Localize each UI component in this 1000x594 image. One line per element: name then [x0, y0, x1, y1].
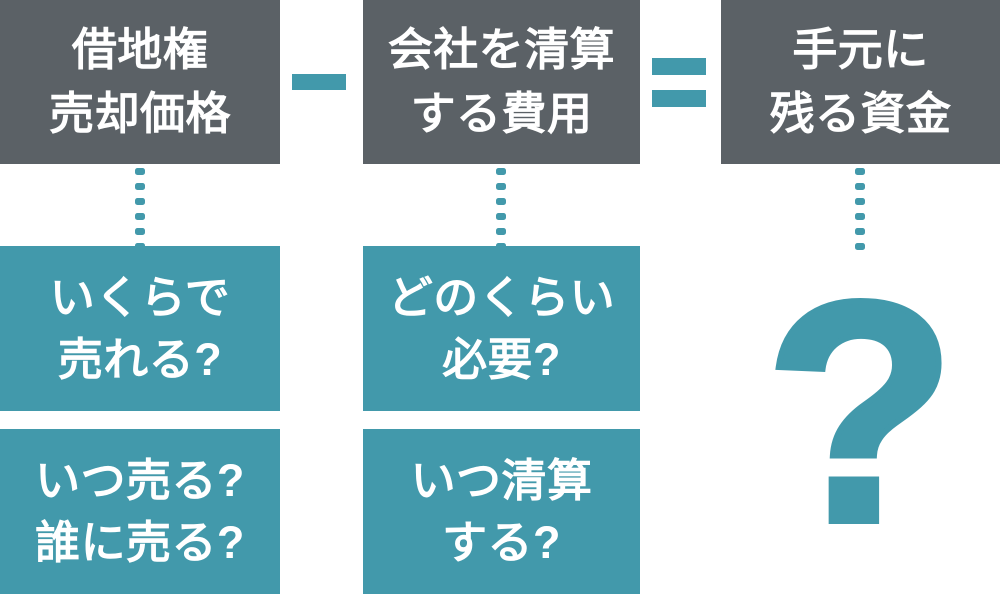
connector-dot [496, 183, 506, 190]
question-box-how-much-sell: いくらで 売れる? [0, 246, 280, 411]
connector-dot [496, 198, 506, 205]
connector-dot [135, 168, 145, 175]
question-box-when-who-sell: いつ売る? 誰に売る? [0, 429, 280, 594]
header-line: 手元に [792, 24, 929, 76]
connector-dot [855, 243, 865, 250]
header-box-leasehold-sale-price: 借地権 売却価格 [0, 0, 280, 164]
question-line: どのくらい [387, 272, 616, 324]
connector-dot [135, 198, 145, 205]
question-line: する? [442, 516, 561, 568]
connector-dot [855, 228, 865, 235]
equals-operator-icon [652, 58, 706, 107]
question-line: 必要? [442, 333, 561, 385]
question-line: 誰に売る? [35, 516, 245, 568]
question-line: いつ清算 [410, 455, 593, 507]
header-line: 借地権 [71, 24, 209, 76]
dotted-connector [496, 168, 506, 250]
connector-dot [855, 168, 865, 175]
connector-dot [855, 213, 865, 220]
header-box-remaining-funds: 手元に 残る資金 [721, 0, 1000, 164]
header-box-liquidation-cost: 会社を清算 する費用 [363, 0, 640, 164]
connector-dot [855, 183, 865, 190]
header-line: する費用 [410, 88, 593, 139]
question-line: いつ売る? [35, 455, 245, 507]
question-box-when-liquidate: いつ清算 する? [363, 429, 640, 594]
connector-dot [135, 228, 145, 235]
connector-dot [135, 213, 145, 220]
question-line: いくらで [49, 272, 231, 324]
connector-dot [496, 168, 506, 175]
dotted-connector [135, 168, 145, 250]
minus-bar [292, 74, 346, 90]
connector-dot [496, 228, 506, 235]
equals-bar-top [652, 58, 706, 75]
header-line: 残る資金 [769, 88, 952, 139]
header-line: 会社を清算 [387, 24, 616, 76]
dotted-connector [855, 168, 865, 250]
minus-operator-icon [292, 74, 346, 90]
equals-bar-bottom [652, 90, 706, 107]
unknown-result-zone: ? [721, 246, 1000, 594]
question-mark-icon: ? [761, 235, 959, 588]
connector-dot [135, 183, 145, 190]
question-box-how-much-needed: どのくらい 必要? [363, 246, 640, 411]
header-line: 売却価格 [49, 88, 231, 139]
connector-dot [855, 198, 865, 205]
question-line: 売れる? [57, 333, 223, 385]
connector-dot [496, 213, 506, 220]
